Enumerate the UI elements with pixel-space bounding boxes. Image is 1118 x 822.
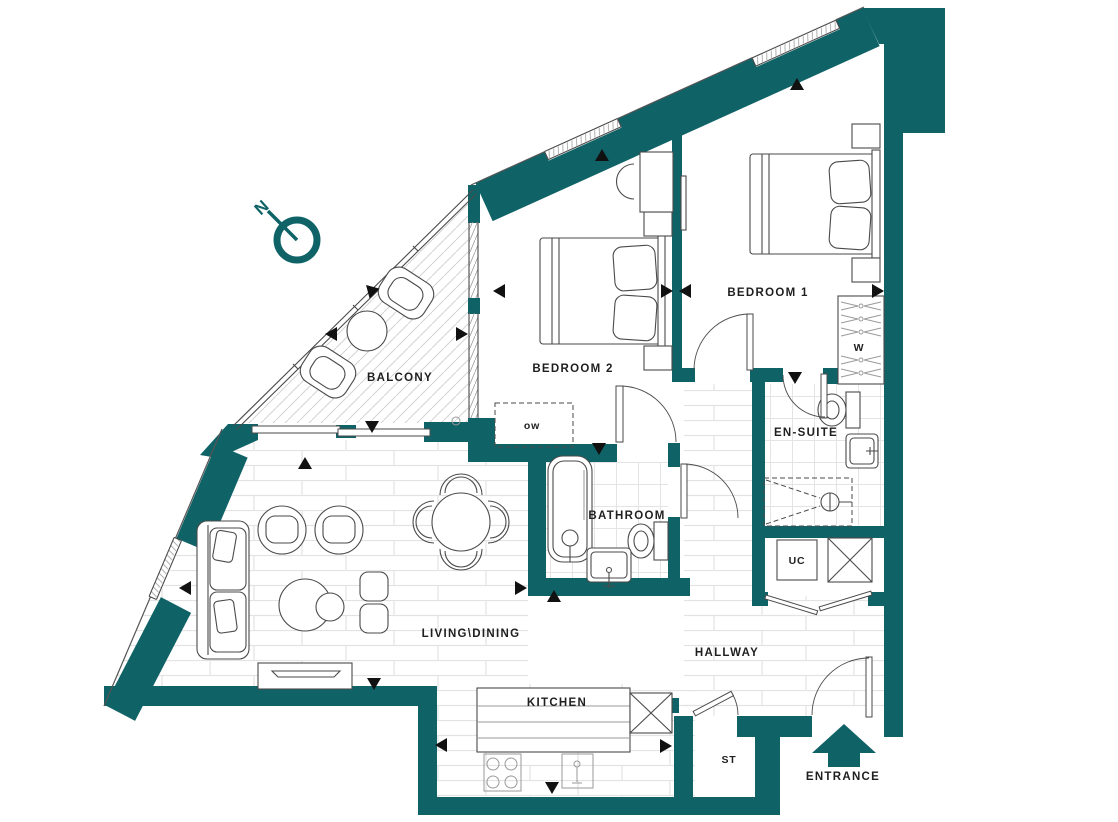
label-bathroom: BATHROOM <box>588 510 665 522</box>
drain-icon <box>451 416 461 426</box>
window-icon <box>468 313 479 418</box>
furniture <box>196 123 885 792</box>
bedside-table-icon <box>851 257 881 283</box>
window-icon <box>544 117 622 161</box>
window-icon <box>468 222 479 298</box>
door-entrance <box>811 656 873 718</box>
sink-icon <box>586 547 632 588</box>
label-kitchen: KITCHEN <box>527 697 587 709</box>
entrance-arrow-icon <box>812 724 876 767</box>
label-ow: ow <box>524 420 540 432</box>
uc-unit-icon <box>776 539 818 581</box>
label-balcony: BALCONY <box>367 372 433 384</box>
balcony-door-icon <box>337 428 431 437</box>
bathtub-icon <box>547 455 593 563</box>
balcony-table-icon <box>346 310 388 352</box>
label-living-dining: LIVING\DINING <box>422 628 521 640</box>
label-wardrobe: W <box>854 342 865 354</box>
hallway-floor <box>684 384 884 716</box>
armchair-icon <box>314 505 364 555</box>
bedside-table-icon <box>643 345 673 371</box>
kitchen-sink-icon <box>561 753 594 789</box>
door-bathroom <box>680 463 739 519</box>
balcony-chair-icon <box>299 345 357 399</box>
cylinder-icon <box>827 537 873 583</box>
room-labels: BALCONY BEDROOM 2 BEDROOM 1 EN-SUITE BAT… <box>367 287 880 783</box>
tv-unit-icon <box>257 662 353 690</box>
kitchen-counter-icon <box>476 687 631 753</box>
mirror-icon <box>680 175 687 231</box>
toilet-icon <box>627 521 669 561</box>
label-hallway: HALLWAY <box>695 647 759 659</box>
door-ensuite <box>782 373 828 419</box>
door-bedroom2 <box>615 385 677 443</box>
door-storage <box>692 690 739 717</box>
door-bedroom1 <box>693 313 754 371</box>
label-bedroom2: BEDROOM 2 <box>532 363 613 375</box>
sofa-icon <box>196 520 250 660</box>
label-entrance: ENTRANCE <box>806 771 880 783</box>
sink-icon <box>845 433 879 469</box>
window-icon <box>148 536 183 600</box>
bedside-table-icon <box>851 123 881 149</box>
bed-icon <box>539 233 666 349</box>
compass-north-label: N <box>251 196 273 218</box>
doors <box>494 313 873 718</box>
shower-icon <box>763 477 853 527</box>
bed-icon <box>749 149 881 259</box>
compass-icon: N <box>251 196 321 264</box>
label-bg <box>850 340 868 353</box>
living-floor <box>112 440 528 686</box>
bedside-table-icon <box>643 211 673 237</box>
ow-outline <box>494 402 574 448</box>
side-table-icon <box>359 603 389 634</box>
desk-chair-icon <box>615 163 635 200</box>
dining-set-icon <box>412 473 510 571</box>
wardrobe-icon <box>837 295 885 385</box>
desk-icon <box>639 151 674 213</box>
balcony-door-icon <box>251 425 341 434</box>
hob-icon <box>483 753 522 792</box>
label-st: ST <box>721 754 736 766</box>
coffee-table-icon <box>315 592 345 622</box>
armchair-icon <box>257 505 307 555</box>
label-ensuite: EN-SUITE <box>774 427 838 439</box>
tall-unit-icon <box>629 692 673 734</box>
label-bedroom1: BEDROOM 1 <box>727 287 808 299</box>
balcony-chair-icon <box>377 266 435 320</box>
label-uc: UC <box>789 555 806 567</box>
window-icon <box>751 19 841 68</box>
balcony-railing-icon <box>232 189 477 430</box>
windows <box>103 6 865 707</box>
door-uc-double <box>764 590 873 616</box>
side-table-icon <box>359 571 389 602</box>
